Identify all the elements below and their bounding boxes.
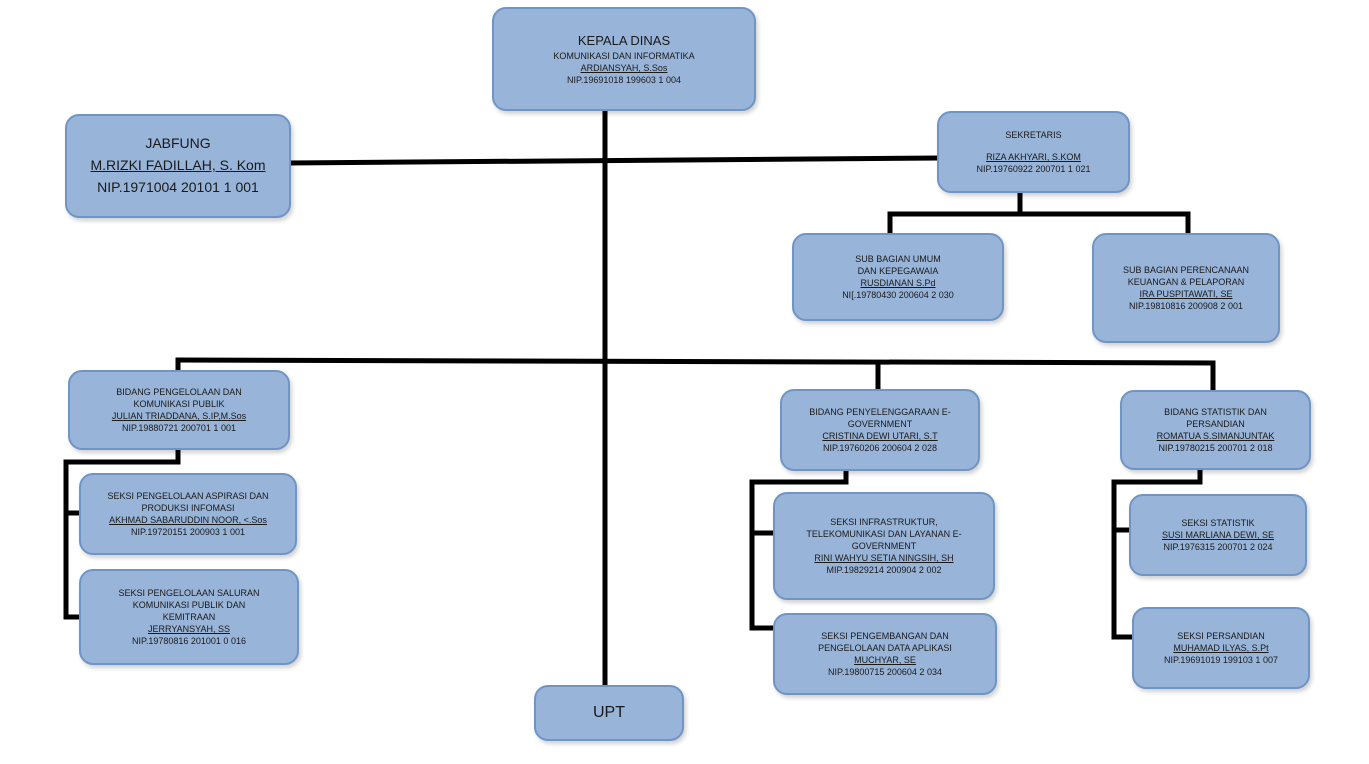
connector: [175, 357, 1216, 366]
box-line: KOMUNIKASI PUBLIK: [133, 398, 225, 409]
box-line: PRODUKSI INFOMASI: [141, 502, 235, 513]
box-line: SEKSI STATISTIK: [1181, 517, 1255, 528]
box-line: PENGELOLAAN DATA APLIKASI: [818, 642, 952, 653]
box-title: KEPALA DINAS: [577, 33, 671, 49]
box-nip: NIP.1976315 200701 2 024: [1163, 542, 1273, 553]
kepala-dinas-box: KEPALA DINAS KOMUNIKASI DAN INFORMATIKA …: [492, 7, 756, 111]
box-title: UPT: [593, 704, 625, 722]
box-nip: NIP.19760922 200701 1 021: [976, 164, 1091, 175]
box-name: AKHMAD SABARUDDIN NOOR, <.Sos: [109, 515, 267, 525]
box-nip: NIP.19691018 199603 1 004: [567, 74, 681, 85]
box-name: ROMATUA S.SIMANJUNTAK: [1156, 431, 1275, 441]
box-nip: MIP.19829214 200904 2 002: [826, 565, 942, 576]
jabfung-box: JABFUNG M.RIZKI FADILLAH, S. Kom NIP.197…: [65, 114, 291, 218]
seksi-aplikasi-box: SEKSI PENGEMBANGAN DAN PENGELOLAAN DATA …: [773, 613, 997, 695]
box-line: DAN KEPEGAWAIA: [857, 265, 939, 276]
box-title: SEKRETARIS: [1005, 129, 1062, 140]
box-nip: NIP.19760206 200604 2 028: [823, 443, 937, 454]
box-line: GOVERNMENT: [851, 540, 917, 551]
box-line: SEKSI PENGELOLAAN SALURAN: [118, 587, 260, 598]
bidang-statistik-box: BIDANG STATISTIK DAN PERSANDIAN ROMATUA …: [1120, 390, 1311, 470]
box-nip: NIP.19691019 199103 1 007: [1164, 655, 1278, 666]
box-name: JERRYANSYAH, SS: [147, 624, 231, 635]
box-nip: NIP.1971004 20101 1 001: [97, 178, 259, 195]
box-line: KEMITRAAN: [162, 611, 216, 622]
box-nip: NIP.19720151 200903 1 001: [131, 527, 245, 538]
box-line: BIDANG PENYELENGGARAAN E-: [809, 406, 951, 417]
box-nip: NIP.19780215 200701 2 018: [1158, 443, 1273, 454]
box-line: KOMUNIKASI PUBLIK DAN: [132, 599, 246, 610]
box-line: BIDANG PENGELOLAAN DAN: [116, 386, 242, 397]
seksi-infrastruktur-box: SEKSI INFRASTRUKTUR, TELEKOMUNIKASI DAN …: [773, 492, 995, 600]
seksi-persandian-box: SEKSI PERSANDIAN MUHAMAD ILYAS, S.Pt NIP…: [1132, 607, 1310, 689]
box-line: SUB BAGIAN PERENCANAAN: [1122, 264, 1250, 275]
box-unit: KOMUNIKASI DAN INFORMATIKA: [553, 50, 695, 61]
box-line: SEKSI PERSANDIAN: [1177, 630, 1265, 641]
box-name: ARDIANSYAH, S.Sos: [580, 62, 668, 73]
box-line: BIDANG STATISTIK DAN: [1164, 406, 1267, 417]
box-nip: NI[.19780430 200604 2 030: [842, 290, 954, 301]
box-nip: NIP.19780816 201001 0 016: [132, 636, 246, 647]
bidang-publik-box: BIDANG PENGELOLAAN DAN KOMUNIKASI PUBLIK…: [68, 370, 290, 450]
seksi-saluran-box: SEKSI PENGELOLAAN SALURAN KOMUNIKASI PUB…: [79, 569, 299, 665]
box-name: CRISTINA DEWI UTARI, S.T: [822, 431, 938, 441]
sekretaris-box: SEKRETARIS RIZA AKHYARI, S.KOM NIP.19760…: [937, 111, 1130, 193]
box-line: GOVERNMENT: [847, 418, 913, 429]
box-line: KEUANGAN & PELAPORAN: [1127, 276, 1245, 287]
connector: [287, 155, 941, 166]
box-nip: NIP.19800715 200604 2 034: [828, 667, 942, 678]
box-nip: NIP.19810816 200908 2 001: [1129, 301, 1243, 312]
box-line: SUB BAGIAN UMUM: [855, 253, 941, 264]
box-name: MUCHYAR, SE: [854, 655, 916, 665]
box-name: MUHAMAD ILYAS, S.Pt: [1173, 642, 1269, 653]
bidang-egov-box: BIDANG PENYELENGGARAAN E- GOVERNMENT CRI…: [780, 389, 980, 471]
box-title: JABFUNG: [145, 135, 211, 152]
box-nip: NIP.19880721 200701 1 001: [122, 423, 236, 434]
box-line: SEKSI INFRASTRUKTUR,: [830, 516, 938, 527]
box-name: RUSDIANAN S.Pd: [860, 278, 936, 288]
box-line: PERSANDIAN: [1186, 418, 1245, 429]
seksi-statistik-box: SEKSI STATISTIK SUSI MARLIANA DEWI, SE N…: [1129, 494, 1307, 576]
box-name: RIZA AKHYARI, S.KOM: [986, 151, 1081, 162]
box-name: IRA PUSPITAWATI, SE: [1139, 289, 1233, 299]
upt-box: UPT: [534, 685, 684, 741]
box-line: TELEKOMUNIKASI DAN LAYANAN E-: [806, 528, 962, 539]
box-name: RINI WAHYU SETIA NINGSIH, SH: [814, 553, 954, 564]
box-name: JULIAN TRIADDANA, S.IP,M.Sos: [111, 411, 247, 421]
box-line: SEKSI PENGEMBANGAN DAN: [821, 630, 949, 641]
box-name: M.RIZKI FADILLAH, S. Kom: [90, 157, 266, 174]
seksi-aspirasi-box: SEKSI PENGELOLAAN ASPIRASI DAN PRODUKSI …: [79, 473, 297, 555]
box-name: SUSI MARLIANA DEWI, SE: [1161, 529, 1275, 540]
subbag-umum-box: SUB BAGIAN UMUM DAN KEPEGAWAIA RUSDIANAN…: [792, 233, 1004, 321]
subbag-perencanaan-box: SUB BAGIAN PERENCANAAN KEUANGAN & PELAPO…: [1092, 233, 1280, 343]
box-line: SEKSI PENGELOLAAN ASPIRASI DAN: [107, 490, 269, 501]
